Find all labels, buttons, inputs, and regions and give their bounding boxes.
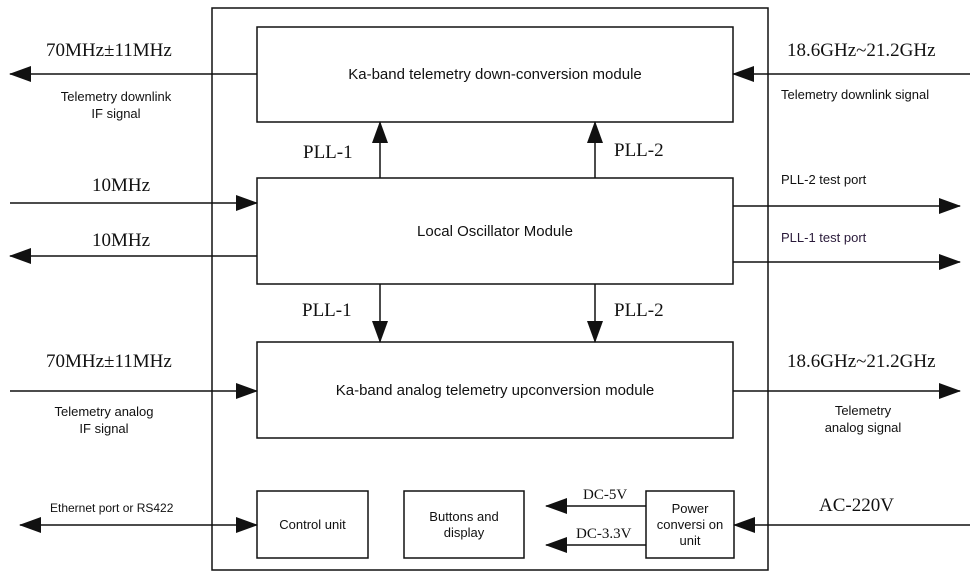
power-unit-label: Power conversi on unit: [656, 500, 724, 548]
upconversion-label: Ka-band analog telemetry upconversion mo…: [335, 381, 655, 399]
left-ethernet-label: Ethernet port or RS422: [50, 501, 174, 515]
dc5-label: DC-5V: [583, 487, 628, 503]
left-ref-in-label: 10MHz: [92, 175, 151, 196]
dc33-label: DC-3.3V: [576, 526, 632, 542]
left-downlink-name-line2: IF signal: [91, 106, 141, 121]
right-downlink-freq: 18.6GHz~21.2GHz: [787, 40, 936, 61]
pll1-up-label: PLL-1: [303, 142, 353, 163]
right-analog-name-line2: analog signal: [824, 420, 902, 435]
right-analog-freq: 18.6GHz~21.2GHz: [787, 351, 936, 372]
buttons-display-label: Buttons and display: [429, 508, 499, 540]
pll2-down-label: PLL-2: [614, 300, 664, 321]
buttons-display-box: [403, 490, 525, 559]
left-downlink-freq: 70MHz±11MHz: [46, 40, 172, 61]
right-pll1-test-label: PLL-1 test port: [781, 230, 867, 245]
right-downlink-name: Telemetry downlink signal: [781, 87, 930, 102]
local-oscillator-label: Local Oscillator Module: [417, 222, 573, 240]
right-analog-name: Telemetry analog signal: [773, 402, 953, 436]
right-pll2-test-label: PLL-2 test port: [781, 172, 867, 187]
right-analog-name-line1: Telemetry: [834, 403, 892, 418]
enclosure-frame: [211, 7, 769, 571]
left-downlink-name-line1: Telemetry downlink: [60, 89, 172, 104]
left-analog-freq: 70MHz±11MHz: [46, 351, 172, 372]
left-ref-out-label: 10MHz: [92, 230, 151, 251]
left-analog-name-line2: IF signal: [79, 421, 129, 436]
local-oscillator-box: [256, 177, 734, 285]
pll1-down-label: PLL-1: [302, 300, 352, 321]
downconversion-label: Ka-band telemetry down-conversion module: [348, 66, 642, 83]
right-ac-label: AC-220V: [819, 495, 894, 516]
control-unit-label: Control unit: [279, 516, 346, 532]
left-downlink-name: Telemetry downlink IF signal: [26, 88, 206, 122]
left-analog-name: Telemetry analog IF signal: [14, 403, 194, 437]
left-analog-name-line1: Telemetry analog: [54, 404, 154, 419]
pll2-up-label: PLL-2: [614, 140, 664, 161]
